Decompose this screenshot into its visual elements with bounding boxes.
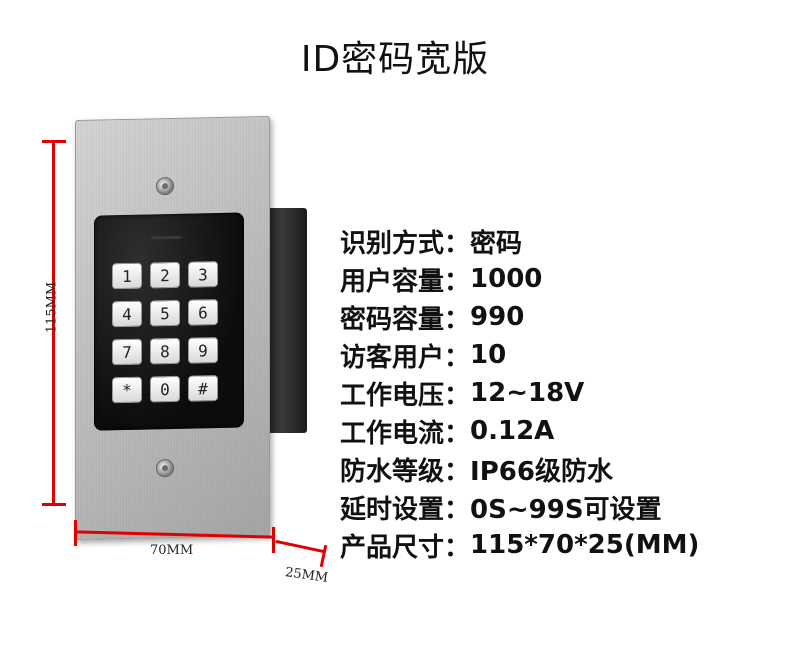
device-back-housing: [265, 208, 307, 433]
spec-row: 用户容量：1000: [340, 260, 780, 298]
spec-value: IP66级防水: [470, 456, 613, 487]
spec-separator: ：: [444, 304, 471, 335]
height-dimension-line: [52, 142, 55, 504]
spec-label: 工作电压: [340, 380, 445, 411]
depth-dimension-line: [275, 539, 325, 554]
spec-separator: ：: [444, 342, 471, 373]
spec-label: 防水等级: [340, 456, 445, 487]
spec-label: 识别方式: [340, 228, 445, 259]
spec-separator: ：: [444, 494, 471, 525]
key-6: 6: [188, 299, 218, 326]
width-tick-right: [272, 527, 275, 553]
spec-value: 0.12A: [470, 416, 555, 446]
page-title: ID密码宽版: [300, 39, 490, 80]
spec-separator: ：: [444, 266, 471, 297]
status-led: [151, 235, 181, 240]
spec-label: 访客用户: [340, 342, 445, 373]
key-4: 4: [112, 300, 142, 328]
spec-separator: ：: [444, 228, 471, 259]
depth-dimension-label: 25MM: [284, 565, 330, 586]
spec-value: 0S~99S可设置: [470, 494, 662, 525]
spec-label: 密码容量: [340, 304, 445, 335]
key-7: 7: [112, 338, 142, 366]
spec-label: 延时设置: [340, 494, 445, 525]
keypad-device-image: 1 2 3 4 5 6 7 8 9 * 0 #: [75, 115, 307, 543]
spec-value: 12~18V: [470, 378, 585, 408]
keypad-panel: 1 2 3 4 5 6 7 8 9 * 0 #: [94, 212, 244, 431]
spec-label: 用户容量: [340, 266, 445, 297]
key-1: 1: [112, 262, 142, 290]
spec-row: 工作电压：12~18V: [340, 374, 780, 412]
spec-row: 产品尺寸：115*70*25(MM): [340, 526, 780, 564]
key-2: 2: [150, 261, 180, 289]
key-hash: #: [188, 375, 218, 402]
spec-value: 1000: [470, 264, 543, 294]
key-0: 0: [150, 375, 180, 403]
width-tick-left: [74, 520, 77, 546]
depth-tick-right: [319, 544, 328, 568]
spec-separator: ：: [444, 380, 471, 411]
spec-row: 访客用户：10: [340, 336, 780, 374]
screw-top-icon: [156, 176, 174, 196]
spec-value: 密码: [470, 228, 523, 259]
spec-label: 产品尺寸: [340, 532, 445, 563]
width-dimension-label: 70MM: [150, 543, 194, 558]
device-faceplate: 1 2 3 4 5 6 7 8 9 * 0 #: [75, 115, 270, 541]
spec-row: 延时设置：0S~99S可设置: [340, 488, 780, 526]
spec-separator: ：: [444, 532, 471, 563]
key-3: 3: [188, 261, 218, 288]
spec-label: 工作电流: [340, 418, 445, 449]
spec-row: 工作电流：0.12A: [340, 412, 780, 450]
key-5: 5: [150, 299, 180, 327]
key-8: 8: [150, 337, 180, 365]
spec-list: 识别方式：密码 用户容量：1000 密码容量：990 访客用户：10 工作电压：…: [340, 222, 780, 564]
spec-value: 115*70*25(MM): [470, 530, 700, 560]
key-star: *: [112, 376, 142, 404]
spec-row: 密码容量：990: [340, 298, 780, 336]
height-tick-top: [42, 140, 66, 143]
height-tick-bottom: [42, 503, 66, 506]
spec-separator: ：: [444, 418, 471, 449]
height-dimension-label: 115MM: [44, 281, 60, 334]
spec-value: 10: [470, 340, 507, 370]
keypad-grid: 1 2 3 4 5 6 7 8 9 * 0 #: [112, 261, 230, 404]
spec-row: 识别方式：密码: [340, 222, 780, 260]
spec-separator: ：: [444, 456, 471, 487]
screw-bottom-icon: [156, 458, 174, 478]
key-9: 9: [188, 337, 218, 364]
spec-row: 防水等级：IP66级防水: [340, 450, 780, 488]
spec-value: 990: [470, 302, 525, 332]
